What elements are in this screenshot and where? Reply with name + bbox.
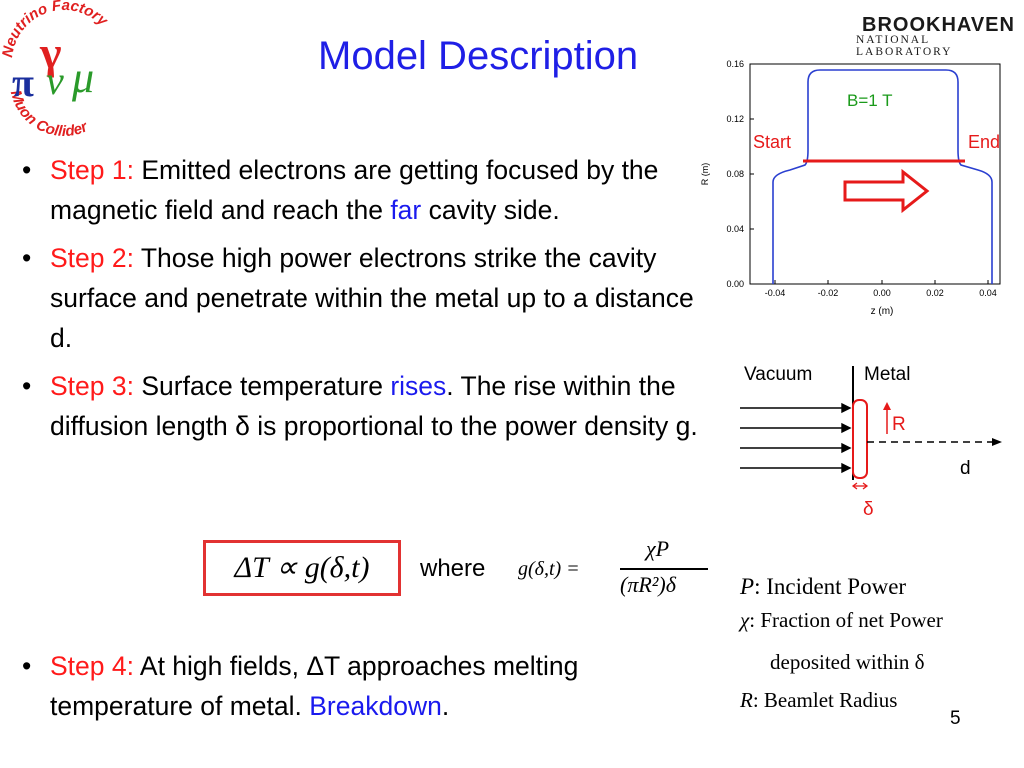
penetration-diagram: Vacuum Metal R d δ bbox=[740, 364, 1002, 520]
step-text: Those high power electrons strike the ca… bbox=[50, 243, 694, 353]
x-tick-label: -0.04 bbox=[765, 288, 786, 298]
brand-name: BROOKHAVEN bbox=[862, 14, 1015, 36]
step-text: Emitted electrons are getting focused by… bbox=[50, 155, 659, 225]
r-arrow-head bbox=[883, 402, 891, 410]
incoming-beam-arrows bbox=[740, 402, 852, 474]
y-axis-label: R (m) bbox=[700, 163, 710, 186]
y-tick-label: 0.08 bbox=[726, 169, 744, 179]
x-tick-label: 0.02 bbox=[926, 288, 944, 298]
bullet: • bbox=[22, 371, 32, 401]
step-highlight: Breakdown bbox=[309, 691, 442, 721]
d-arrow-head bbox=[992, 438, 1002, 446]
definition-text: : Incident Power bbox=[754, 574, 907, 599]
steps-list: • Step 1: Emitted electrons are getting … bbox=[14, 150, 714, 454]
field-label: B=1 T bbox=[847, 91, 893, 110]
r-label: R bbox=[892, 414, 906, 435]
definition-row: P: Incident Power bbox=[740, 574, 906, 600]
step-highlight: far bbox=[390, 195, 422, 225]
cavity-plot: 0.16 0.12 0.08 0.04 0.00 -0.04 -0.02 0.0… bbox=[700, 59, 1001, 317]
definition-row: deposited within δ bbox=[770, 650, 925, 675]
svg-text:μ: μ bbox=[71, 53, 94, 102]
y-tick-label: 0.04 bbox=[726, 224, 744, 234]
logo: Neutrino Factory Muon Collider γ π ν μ bbox=[0, 0, 130, 150]
x-tick-label: 0.00 bbox=[873, 288, 891, 298]
list-item: • Step 4: At high fields, ΔT approaches … bbox=[14, 646, 714, 726]
x-tick-label: 0.04 bbox=[979, 288, 997, 298]
cavity-profile bbox=[772, 69, 993, 284]
bullet: • bbox=[22, 243, 32, 273]
fraction-bar bbox=[620, 568, 708, 570]
list-item: • Step 1: Emitted electrons are getting … bbox=[14, 150, 714, 230]
svg-text:γ: γ bbox=[39, 27, 62, 78]
bullet: • bbox=[22, 651, 32, 681]
step-text: At high fields, ΔT approaches melting te… bbox=[50, 651, 579, 721]
g-denominator: (πR²)δ bbox=[620, 572, 676, 597]
penetration-layer bbox=[852, 399, 868, 479]
y-ticks bbox=[750, 63, 754, 285]
step-highlight: rises bbox=[390, 371, 447, 401]
svg-text:ν: ν bbox=[46, 58, 64, 103]
list-item: • Step 2: Those high power electrons str… bbox=[14, 238, 714, 358]
vacuum-label: Vacuum bbox=[744, 364, 812, 385]
definition-row: R: Beamlet Radius bbox=[740, 688, 897, 713]
neutrino-factory-logo: Neutrino Factory Muon Collider γ π ν μ bbox=[0, 0, 111, 140]
step-label: Step 3: bbox=[50, 371, 134, 401]
definition-symbol: χ bbox=[740, 608, 750, 632]
g-numerator: χP bbox=[646, 536, 670, 561]
x-tick-label: -0.02 bbox=[818, 288, 839, 298]
page-number: 5 bbox=[950, 708, 961, 729]
bullet: • bbox=[22, 155, 32, 185]
start-label: Start bbox=[753, 132, 791, 152]
step-text: Surface temperature bbox=[141, 371, 383, 401]
definition-symbol: R bbox=[740, 688, 753, 712]
definition-symbol: P bbox=[740, 574, 755, 599]
g-lhs: g(δ,t) = bbox=[518, 558, 580, 580]
step-label: Step 1: bbox=[50, 155, 134, 185]
step-text: . The rise within the diffusion length δ… bbox=[50, 371, 698, 441]
svg-text:π: π bbox=[12, 60, 34, 105]
y-tick-label: 0.12 bbox=[726, 114, 744, 124]
d-label: d bbox=[960, 458, 971, 479]
proportionality-formula: ΔT ∝ g(δ,t) bbox=[203, 540, 401, 596]
definition-row: χ: Fraction of net Power bbox=[740, 608, 943, 633]
y-tick-label: 0.16 bbox=[726, 59, 744, 69]
step-label: Step 4: bbox=[50, 651, 134, 681]
delta-label: δ bbox=[863, 499, 874, 520]
step-label: Step 2: bbox=[50, 243, 134, 273]
x-ticks bbox=[774, 280, 989, 284]
end-label: End bbox=[968, 132, 1000, 152]
step-text: . bbox=[441, 691, 450, 721]
page-title: Model Description bbox=[318, 34, 639, 78]
brand-subtitle: NATIONAL LABORATORY bbox=[856, 34, 953, 58]
list-item: • Step 3: Surface temperature rises. The… bbox=[14, 366, 714, 446]
definition-text: : Fraction of net Power bbox=[749, 608, 943, 632]
x-axis-label: z (m) bbox=[871, 306, 894, 317]
definition-text: : Beamlet Radius bbox=[752, 688, 898, 712]
where-label: where bbox=[420, 555, 486, 582]
y-tick-label: 0.00 bbox=[726, 279, 744, 289]
metal-label: Metal bbox=[864, 364, 910, 385]
direction-arrow-icon bbox=[843, 168, 930, 214]
definition-text: deposited within δ bbox=[770, 650, 925, 674]
step-text: cavity side. bbox=[428, 195, 560, 225]
